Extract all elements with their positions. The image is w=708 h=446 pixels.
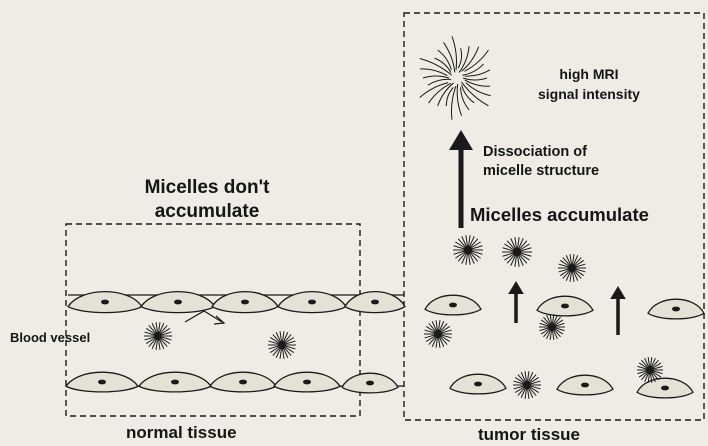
deflection-arrow-icon: [185, 311, 224, 324]
up-arrow-icon: [610, 286, 626, 335]
endothelial-cell-icon: [557, 375, 613, 395]
micelle-icon: [558, 254, 586, 282]
normal-heading: Micelles don't accumulate: [112, 176, 302, 224]
endothelial-cell-icon: [425, 295, 481, 315]
endothelial-cell-icon: [648, 299, 704, 319]
tumor-tissue-label: tumor tissue: [478, 425, 580, 445]
endothelial-cell-icon: [537, 296, 593, 316]
endothelial-cell-icon: [66, 372, 138, 392]
endothelial-cell-icon: [210, 372, 276, 392]
normal-heading-line1: Micelles don't: [112, 176, 302, 200]
endothelial-cell-icon: [274, 372, 340, 392]
normal-tissue-label: normal tissue: [126, 423, 237, 443]
endothelial-cell-icon: [450, 374, 506, 394]
micelle-icon: [144, 322, 172, 350]
dissociation-label: Dissociation of micelle structure: [483, 143, 599, 181]
micelle-icon: [502, 237, 532, 267]
high-mri-line1: high MRI: [538, 64, 640, 84]
up-arrow-icon: [508, 281, 524, 323]
micelle-icon: [513, 371, 541, 399]
high-mri-label: high MRI signal intensity: [538, 64, 640, 104]
micelle-icon: [424, 320, 452, 348]
high-mri-line2: signal intensity: [538, 84, 640, 104]
dissociated-micelle-icon: [420, 36, 491, 119]
micelle-icon: [539, 314, 565, 340]
micelle-icon: [453, 235, 483, 265]
micelle-icon: [268, 331, 296, 359]
dissociation-line1: Dissociation of: [483, 143, 599, 162]
normal-heading-line2: accumulate: [112, 200, 302, 224]
endothelial-cell-icon: [139, 372, 211, 392]
endothelial-cell-icon: [342, 373, 398, 393]
dissociation-line2: micelle structure: [483, 162, 599, 181]
micelles-accumulate-label: Micelles accumulate: [470, 204, 649, 226]
blood-vessel-label: Blood vessel: [10, 330, 90, 345]
